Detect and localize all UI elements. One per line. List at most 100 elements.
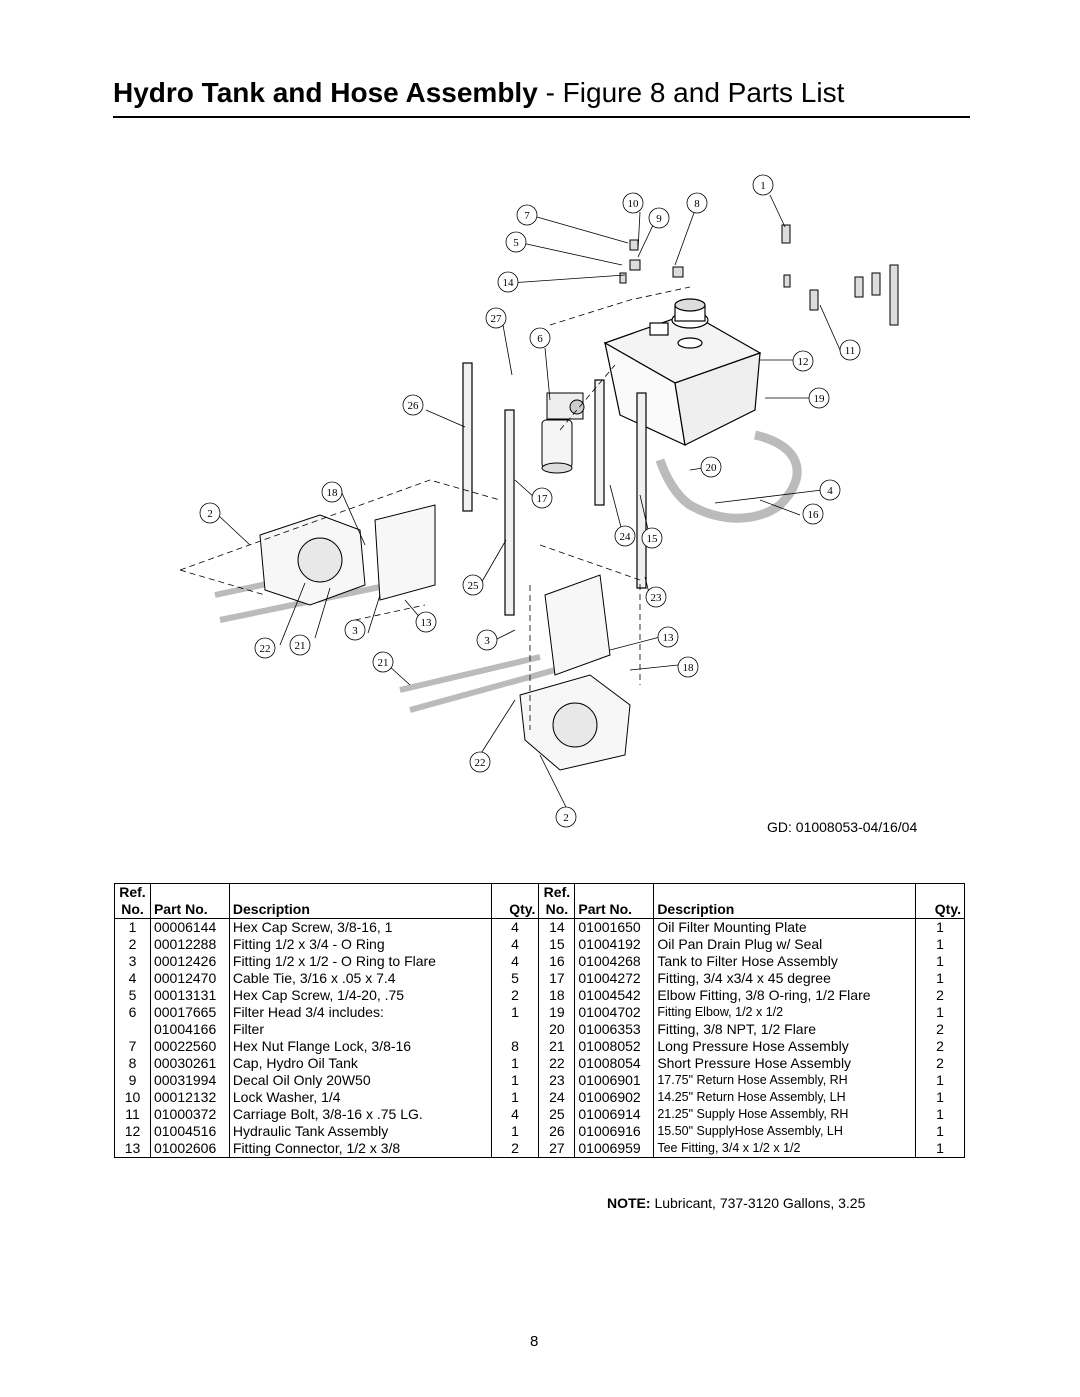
pump-left (259, 504, 436, 606)
cell-qty: 2 (915, 1055, 965, 1072)
callout-label: 3 (484, 635, 490, 647)
callout-label: 1 (760, 180, 766, 192)
cell-description: Cap, Hydro Oil Tank (228, 1055, 492, 1072)
cell-description: Lock Washer, 1/4 (228, 1089, 492, 1106)
lubricant-note: NOTE: Lubricant, 737-3120 Gallons, 3.25 (607, 1195, 865, 1211)
header-ref: Ref.No. (538, 883, 576, 919)
cell-qty: 1 (490, 1004, 540, 1021)
cell-part-no: 01006959 (574, 1140, 655, 1158)
cell-description: Carriage Bolt, 3/8-16 x .75 LG. (228, 1106, 492, 1123)
cell-part-no: 00006144 (149, 918, 230, 936)
cell-qty: 1 (915, 1089, 965, 1106)
cell-qty: 1 (490, 1072, 540, 1089)
cell-description: Fitting, 3/4 x3/4 x 45 degree (653, 970, 917, 987)
cell-part-no: 01006902 (574, 1089, 655, 1106)
cell-qty: 2 (915, 987, 965, 1004)
header-ref: Ref.No. (114, 883, 151, 919)
header-part-no: Part No. (149, 883, 230, 919)
table-header-row: Ref.No. Part No. Description Qty. Ref.No… (114, 883, 965, 919)
cell-ref-no: 20 (538, 1021, 576, 1038)
cell-qty: 1 (915, 1106, 965, 1123)
cell-ref-no: 14 (538, 918, 576, 936)
cell-description: Elbow Fitting, 3/8 O-ring, 1/2 Flare (653, 987, 917, 1004)
cell-ref-no: 13 (114, 1140, 151, 1158)
title-bold: Hydro Tank and Hose Assembly (113, 77, 538, 108)
cell-part-no: 01004542 (574, 987, 655, 1004)
cell-description: Long Pressure Hose Assembly (653, 1038, 917, 1055)
cell-description: Hex Nut Flange Lock, 3/8-16 (228, 1038, 492, 1055)
cell-ref-no: 27 (538, 1140, 576, 1158)
callout-label: 2 (563, 812, 569, 824)
cell-qty: 2 (490, 987, 540, 1004)
callout-labels: 1 10 8 7 9 5 14 27 6 11 12 19 26 20 18 4… (207, 180, 855, 824)
cell-ref-no: 25 (538, 1106, 576, 1123)
callout-label: 13 (421, 617, 433, 629)
callout-label: 20 (706, 462, 718, 474)
cell-description: 21.25" Supply Hose Assembly, RH (653, 1106, 917, 1123)
callout-label: 18 (327, 487, 339, 499)
callout-label: 13 (663, 632, 675, 644)
cell-description: Hydraulic Tank Assembly (228, 1123, 492, 1140)
cell-part-no: 01004166 (149, 1021, 230, 1038)
cell-ref-no: 17 (538, 970, 576, 987)
callout-label: 18 (683, 662, 695, 674)
cell-part-no: 01000372 (149, 1106, 230, 1123)
cell-description: Tank to Filter Hose Assembly (653, 953, 917, 970)
cell-part-no: 01006914 (574, 1106, 655, 1123)
cell-qty: 1 (490, 1089, 540, 1106)
callout-label: 15 (647, 533, 659, 545)
cell-description: Tee Fitting, 3/4 x 1/2 x 1/2 (653, 1140, 917, 1158)
cell-qty (490, 1021, 540, 1038)
cell-description: Fitting 1/2 x 1/2 - O Ring to Flare (228, 953, 492, 970)
callout-label: 9 (656, 213, 662, 225)
cell-description: Oil Pan Drain Plug w/ Seal (653, 936, 917, 953)
cell-qty: 4 (490, 953, 540, 970)
callout-label: 3 (352, 625, 358, 637)
callout-label: 19 (814, 393, 826, 405)
cell-part-no: 00013131 (149, 987, 230, 1004)
cell-qty: 1 (915, 1123, 965, 1140)
callout-label: 27 (491, 313, 503, 325)
cell-part-no: 01002606 (149, 1140, 230, 1158)
cell-part-no: 01001650 (574, 918, 655, 936)
callout-label: 21 (295, 640, 306, 652)
cell-description: Hex Cap Screw, 3/8-16, 1 (228, 918, 492, 936)
cell-ref-no: 2 (114, 936, 151, 953)
cell-qty: 2 (490, 1140, 540, 1158)
callout-label: 6 (537, 333, 543, 345)
callout-label: 10 (628, 198, 640, 210)
oil-filter (541, 392, 585, 474)
cell-part-no: 01006901 (574, 1072, 655, 1089)
callout-label: 5 (513, 237, 519, 249)
page-number: 8 (530, 1333, 539, 1350)
cell-part-no: 01004702 (574, 1004, 655, 1021)
hydraulic-tank (603, 298, 762, 447)
callout-label: 26 (408, 400, 420, 412)
cell-ref-no: 10 (114, 1089, 151, 1106)
cell-ref-no: 6 (114, 1004, 151, 1021)
cell-description: Hex Cap Screw, 1/4-20, .75 (228, 987, 492, 1004)
cell-qty: 1 (915, 1140, 965, 1158)
cell-part-no: 01004516 (149, 1123, 230, 1140)
cell-ref-no: 16 (538, 953, 576, 970)
cell-ref-no: 12 (114, 1123, 151, 1140)
cell-qty: 1 (915, 970, 965, 987)
cell-ref-no (114, 1021, 151, 1038)
cell-description: Filter (228, 1021, 492, 1038)
cell-part-no: 00030261 (149, 1055, 230, 1072)
callout-label: 7 (524, 210, 530, 222)
cell-ref-no: 8 (114, 1055, 151, 1072)
cell-description: 17.75" Return Hose Assembly, RH (653, 1072, 917, 1089)
cell-description: Fitting, 3/8 NPT, 1/2 Flare (653, 1021, 917, 1038)
cell-ref-no: 24 (538, 1089, 576, 1106)
cell-ref-no: 22 (538, 1055, 576, 1072)
cell-ref-no: 19 (538, 1004, 576, 1021)
cell-ref-no: 5 (114, 987, 151, 1004)
callout-label: 25 (468, 580, 480, 592)
